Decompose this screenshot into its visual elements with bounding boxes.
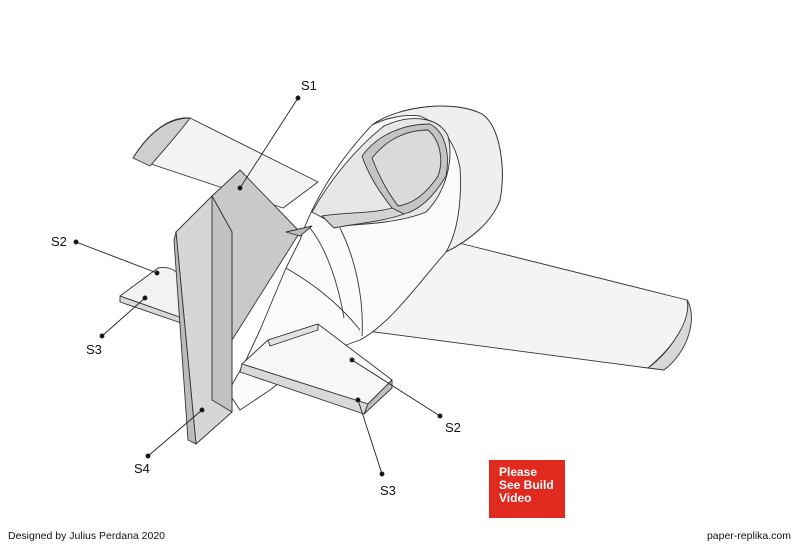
notice-line-2: See Build — [499, 478, 554, 492]
notice-line-3: Video — [499, 491, 532, 505]
callout-s2-left: S2 — [51, 234, 67, 249]
leader-s1 — [237, 95, 301, 191]
leader-s3-left — [99, 295, 148, 339]
left-stabilizer — [119, 267, 185, 325]
left-wing — [132, 117, 319, 209]
callout-s2-right: S2 — [445, 420, 461, 435]
leader-s2-right — [349, 357, 443, 419]
right-stabilizer — [239, 323, 393, 415]
callout-s1: S1 — [301, 78, 317, 93]
leader-s2-left — [73, 239, 160, 276]
rudder — [173, 195, 233, 445]
build-video-notice[interactable]: Please See Build Video — [489, 460, 565, 518]
callout-s3-left: S3 — [86, 342, 102, 357]
website-link[interactable]: paper-replika.com — [706, 530, 791, 542]
leader-s3-right — [355, 397, 385, 477]
right-wing — [359, 241, 692, 371]
designer-credit: Designed by Julius Perdana 2020 — [8, 530, 166, 542]
callout-s3-right: S3 — [380, 483, 396, 498]
callout-s4: S4 — [134, 461, 150, 476]
notice-line-1: Please — [499, 465, 538, 479]
leader-s4 — [145, 407, 205, 459]
